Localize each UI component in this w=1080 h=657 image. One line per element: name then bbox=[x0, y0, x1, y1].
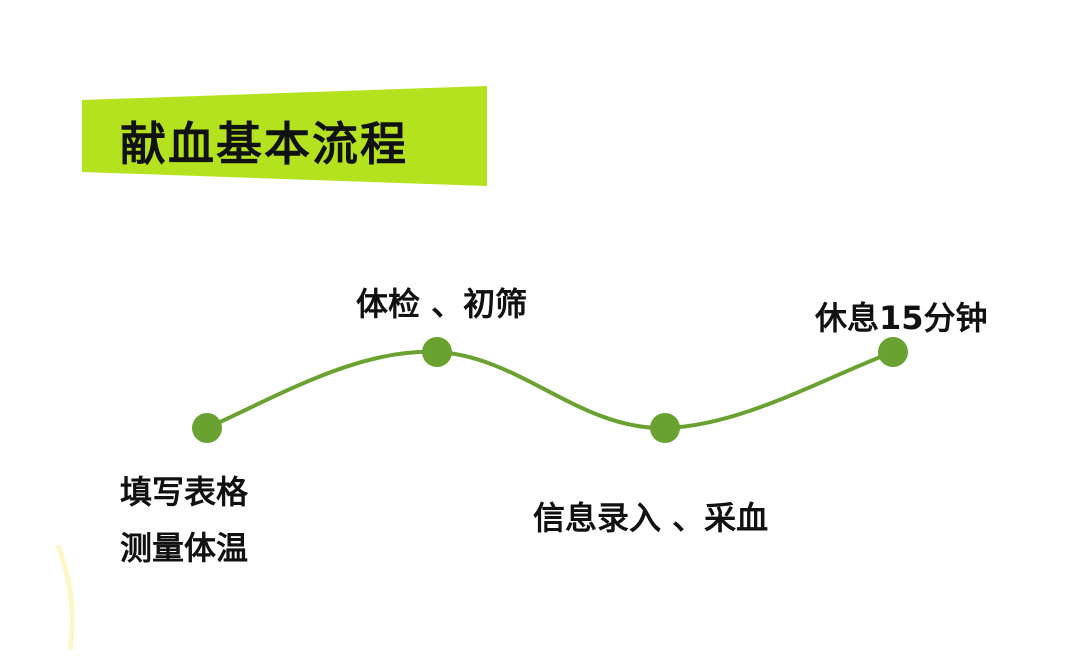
step-node-4 bbox=[878, 337, 908, 367]
flow-path bbox=[206, 349, 894, 431]
step-label-4: 休息15分钟 bbox=[815, 290, 988, 346]
step-node-2 bbox=[422, 337, 452, 367]
step-label-3-line-1: 信息录入 、采血 bbox=[533, 499, 769, 537]
banner-background bbox=[82, 86, 487, 186]
step-label-1: 填写表格 测量体温 bbox=[120, 464, 248, 576]
step-label-4-line-1: 休息15分钟 bbox=[815, 299, 988, 337]
step-label-2: 体检 、初筛 bbox=[356, 276, 527, 332]
title-banner: 献血基本流程 bbox=[82, 86, 487, 186]
step-node-3 bbox=[650, 413, 680, 443]
step-node-1 bbox=[192, 413, 222, 443]
step-label-1-line-1: 填写表格 bbox=[120, 473, 249, 511]
step-label-1-line-2: 测量体温 bbox=[120, 529, 249, 567]
page-title: 献血基本流程 bbox=[120, 117, 408, 171]
step-label-2-line-1: 体检 、初筛 bbox=[356, 285, 528, 323]
step-label-3: 信息录入 、采血 bbox=[533, 490, 768, 546]
